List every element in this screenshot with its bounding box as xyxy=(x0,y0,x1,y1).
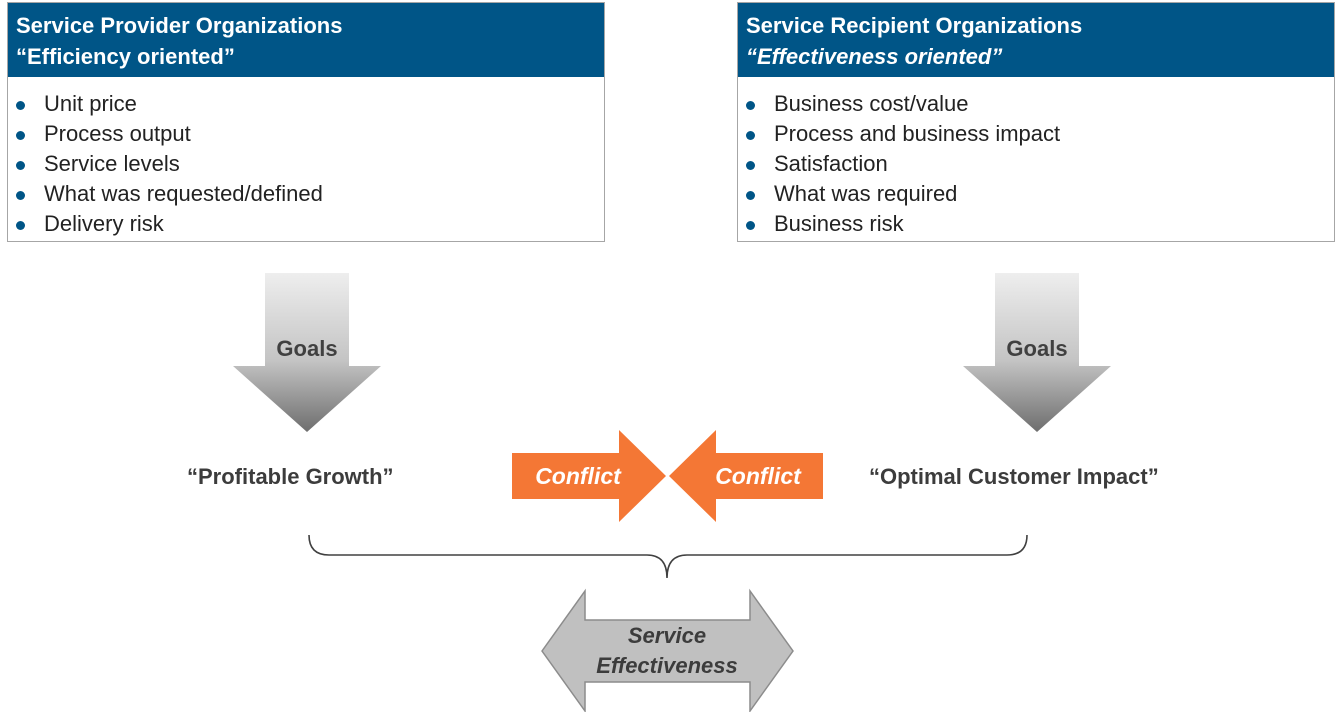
curly-brace xyxy=(308,534,1028,579)
outcome-left: “Profitable Growth” xyxy=(187,464,394,489)
goals-label-left: Goals xyxy=(276,336,338,361)
list-item: Delivery risk xyxy=(16,209,604,239)
provider-panel: Service Provider Organizations “Efficien… xyxy=(7,2,605,242)
goals-label-right: Goals xyxy=(1006,336,1068,361)
list-item: What was requested/defined xyxy=(16,179,604,209)
conflict-arrow-right xyxy=(669,430,823,522)
recipient-panel: Service Recipient Organizations “Effecti… xyxy=(737,2,1335,242)
recipient-header: Service Recipient Organizations “Effecti… xyxy=(738,3,1334,77)
conflict-label-right: Conflict xyxy=(715,463,801,489)
list-item: Service levels xyxy=(16,149,604,179)
conflict-label-left: Conflict xyxy=(535,463,621,489)
provider-header: Service Provider Organizations “Efficien… xyxy=(8,3,604,77)
provider-subtitle: “Efficiency oriented” xyxy=(16,44,235,69)
list-item: Business risk xyxy=(746,209,1334,239)
conflict-arrow-left xyxy=(512,430,666,522)
service-label-line2: Effectiveness xyxy=(596,653,738,678)
service-label-line1: Service xyxy=(627,623,707,648)
list-item: Unit price xyxy=(16,89,604,119)
list-item: What was required xyxy=(746,179,1334,209)
list-item: Satisfaction xyxy=(746,149,1334,179)
service-effectiveness-arrow xyxy=(541,588,794,712)
recipient-subtitle: “Effectiveness oriented” xyxy=(746,44,1003,69)
list-item: Business cost/value xyxy=(746,89,1334,119)
recipient-list: Business cost/value Process and business… xyxy=(738,77,1334,239)
goals-arrow-left xyxy=(233,273,381,432)
provider-list: Unit price Process output Service levels… xyxy=(8,77,604,239)
list-item: Process output xyxy=(16,119,604,149)
goals-arrow-right xyxy=(963,273,1111,432)
outcome-right: “Optimal Customer Impact” xyxy=(869,464,1159,489)
recipient-title: Service Recipient Organizations xyxy=(746,13,1083,38)
list-item: Process and business impact xyxy=(746,119,1334,149)
service-effectiveness-label: Service Effectiveness xyxy=(567,621,767,681)
provider-title: Service Provider Organizations xyxy=(16,13,343,38)
